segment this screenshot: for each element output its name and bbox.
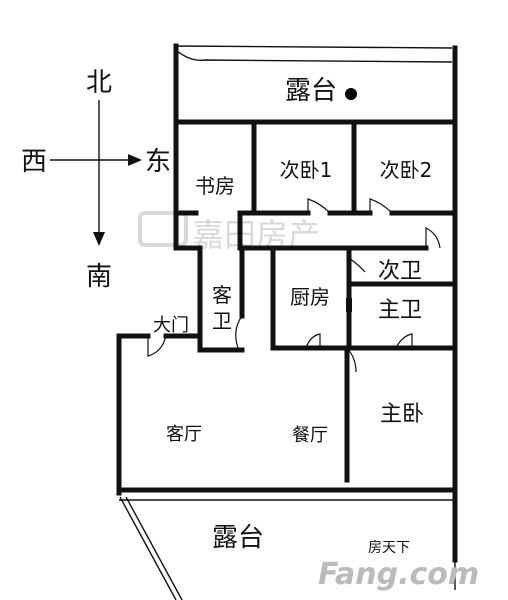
east-arrow-icon [128, 154, 142, 166]
guest-bathroom: 客 卫 [197, 245, 245, 353]
watermark-logo-icon [138, 211, 188, 247]
terrace-top-label: 露台 [285, 76, 337, 106]
south-arrow-icon [93, 232, 105, 246]
living-area: 大门 客厅 餐厅 主卧 [116, 315, 458, 496]
kitchen-and-baths: 厨房 次卫 主卫 [270, 245, 458, 351]
main-door-label: 大门 [153, 315, 189, 336]
study-label: 书房 [195, 174, 235, 198]
guest-bath-label-line1: 客 [212, 283, 232, 307]
terrace-bottom: 露台 [119, 496, 456, 600]
kitchen-label: 厨房 [290, 285, 330, 309]
compass-north-label: 北 [86, 68, 112, 98]
bedroom-row: 书房 次卧1 次卧2 [173, 119, 458, 251]
watermark-corner-logo: Fang.com [318, 557, 479, 592]
second-bedroom-2-label: 次卧2 [380, 158, 433, 182]
second-bedroom-1-label: 次卧1 [280, 158, 333, 182]
compass: 北 南 西 东 [21, 68, 171, 292]
guest-bath-label-line2: 卫 [212, 309, 232, 333]
compass-east-label: 东 [145, 147, 171, 177]
compass-south-label: 南 [86, 262, 112, 292]
terrace-bottom-label: 露台 [212, 523, 264, 553]
watermark-corner-small: 房天下 [368, 540, 410, 556]
dining-room-label: 餐厅 [292, 425, 328, 446]
corner-watermark: 房天下 Fang.com [318, 540, 479, 592]
master-bath-label: 主卫 [378, 298, 422, 323]
partition-mark [346, 298, 352, 312]
living-room-label: 客厅 [166, 424, 202, 445]
compass-west-label: 西 [21, 147, 47, 177]
second-bath-label: 次卫 [378, 259, 422, 284]
sun-marker-icon [345, 88, 357, 100]
terrace-top: 露台 [173, 43, 458, 563]
master-bedroom-label: 主卧 [380, 402, 424, 427]
